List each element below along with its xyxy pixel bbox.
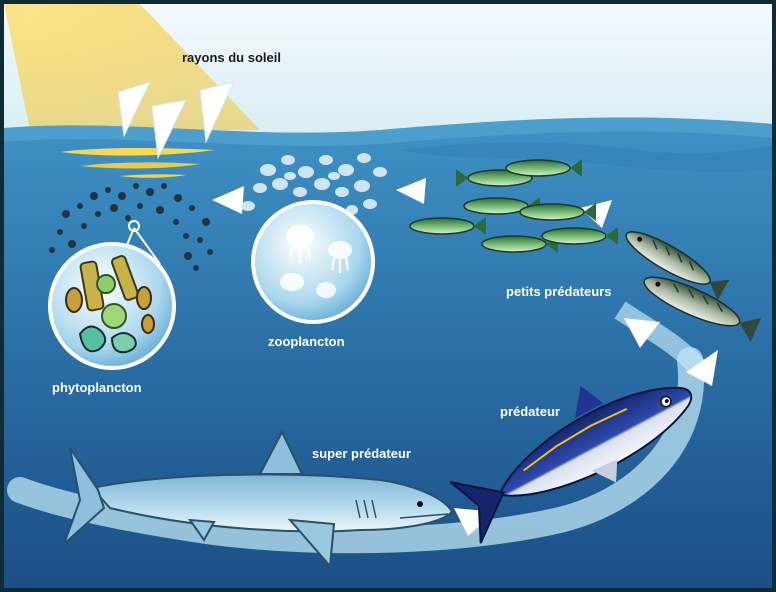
label-zooplankton: zooplancton bbox=[268, 334, 345, 349]
zooplankton-bubble-icon bbox=[253, 202, 373, 322]
label-sun-rays: rayons du soleil bbox=[182, 50, 281, 65]
label-predator: prédateur bbox=[500, 404, 560, 419]
label-small-predators: petits prédateurs bbox=[506, 284, 611, 299]
phytoplankton-bubble-icon bbox=[50, 244, 174, 368]
label-super-predator: super prédateur bbox=[312, 446, 411, 461]
label-phytoplankton: phytoplancton bbox=[52, 380, 142, 395]
